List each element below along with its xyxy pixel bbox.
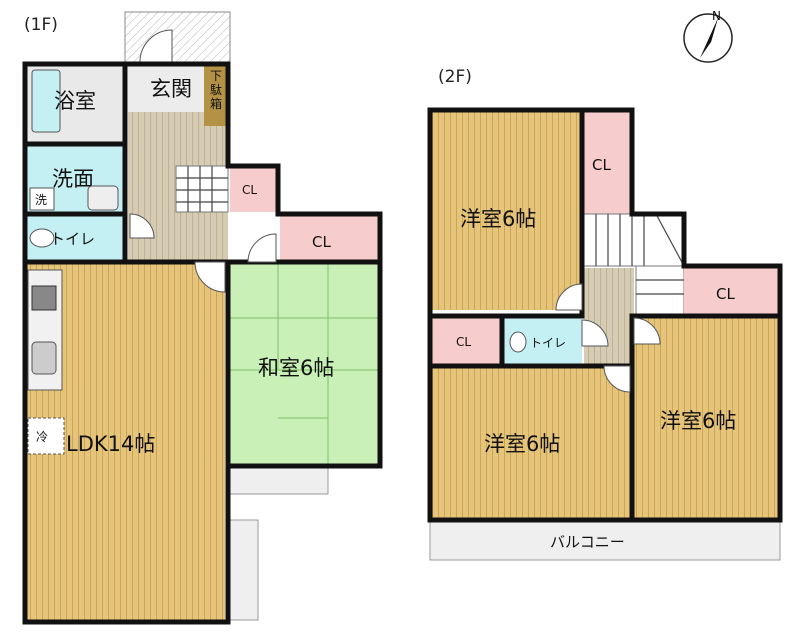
western-southwest-label: 洋室6帖 (484, 432, 560, 456)
kitchen-sink-icon (31, 341, 57, 375)
balcony (429, 521, 781, 561)
terrace-1f (229, 467, 329, 495)
fridge-label: 冷 (36, 430, 48, 444)
walls-2f (427, 107, 783, 523)
door-western-southeast[interactable] (633, 317, 661, 345)
closet-stair-label: CL (242, 183, 257, 197)
shoe-box (204, 64, 228, 126)
closet-west (430, 316, 502, 366)
toilet-bowl-2f (509, 331, 527, 353)
washer-label: 洗 (35, 193, 47, 207)
tatami-lines (228, 264, 380, 466)
sink (87, 185, 119, 211)
floor-label-1f: (1F) (24, 15, 58, 35)
closet-north-label: CL (592, 156, 611, 174)
bath-label: 浴室 (54, 89, 96, 113)
staircase-2f (583, 213, 685, 315)
entrance-door[interactable] (139, 29, 173, 63)
washer-space (29, 187, 55, 211)
door-western-southwest[interactable] (603, 365, 631, 393)
western-room-north (430, 110, 582, 310)
closet-japanese (280, 214, 380, 264)
bathtub (31, 69, 61, 133)
entrance-label: 玄関 (150, 77, 192, 101)
door-toilet-1f[interactable] (129, 213, 155, 239)
door-toilet-2f[interactable] (581, 319, 609, 347)
ldk-label: LDK14帖 (66, 432, 155, 456)
compass-label: N (712, 9, 721, 23)
deck-1f (227, 519, 259, 621)
closet-east (684, 266, 780, 316)
closet-east-label: CL (716, 285, 735, 303)
staircase-1f (175, 165, 229, 213)
door-western-north[interactable] (555, 283, 583, 311)
door-japanese[interactable] (247, 233, 277, 263)
floor-label-2f: (2F) (438, 67, 472, 87)
closet-north (584, 110, 632, 214)
hall-2f (584, 268, 634, 366)
closet-japanese-label: CL (312, 233, 331, 251)
western-southeast-label: 洋室6帖 (660, 409, 736, 433)
western-room-southwest (430, 368, 630, 520)
walls-1f (22, 61, 383, 625)
washroom-label: 洗面 (52, 167, 94, 191)
toilet-2f-label: トイレ (530, 336, 566, 350)
closet-stair (230, 166, 278, 212)
japanese-room (228, 264, 380, 466)
stove-icon (31, 285, 57, 311)
toilet-1f-label: トイレ (50, 230, 95, 248)
north-arrow-icon: N (683, 9, 733, 63)
toilet-bowl-1f (29, 228, 55, 248)
entrance-floor (128, 64, 204, 112)
japanese-room-label: 和室6帖 (258, 356, 334, 380)
door-ldk[interactable] (194, 261, 226, 293)
western-room-southeast (632, 316, 780, 520)
fridge-space (27, 417, 65, 455)
closet-west-label: CL (456, 335, 471, 349)
western-north-label: 洋室6帖 (460, 207, 536, 231)
balcony-label: バルコニー (550, 533, 625, 551)
shoe-box-label: 下駄箱 (210, 69, 222, 111)
